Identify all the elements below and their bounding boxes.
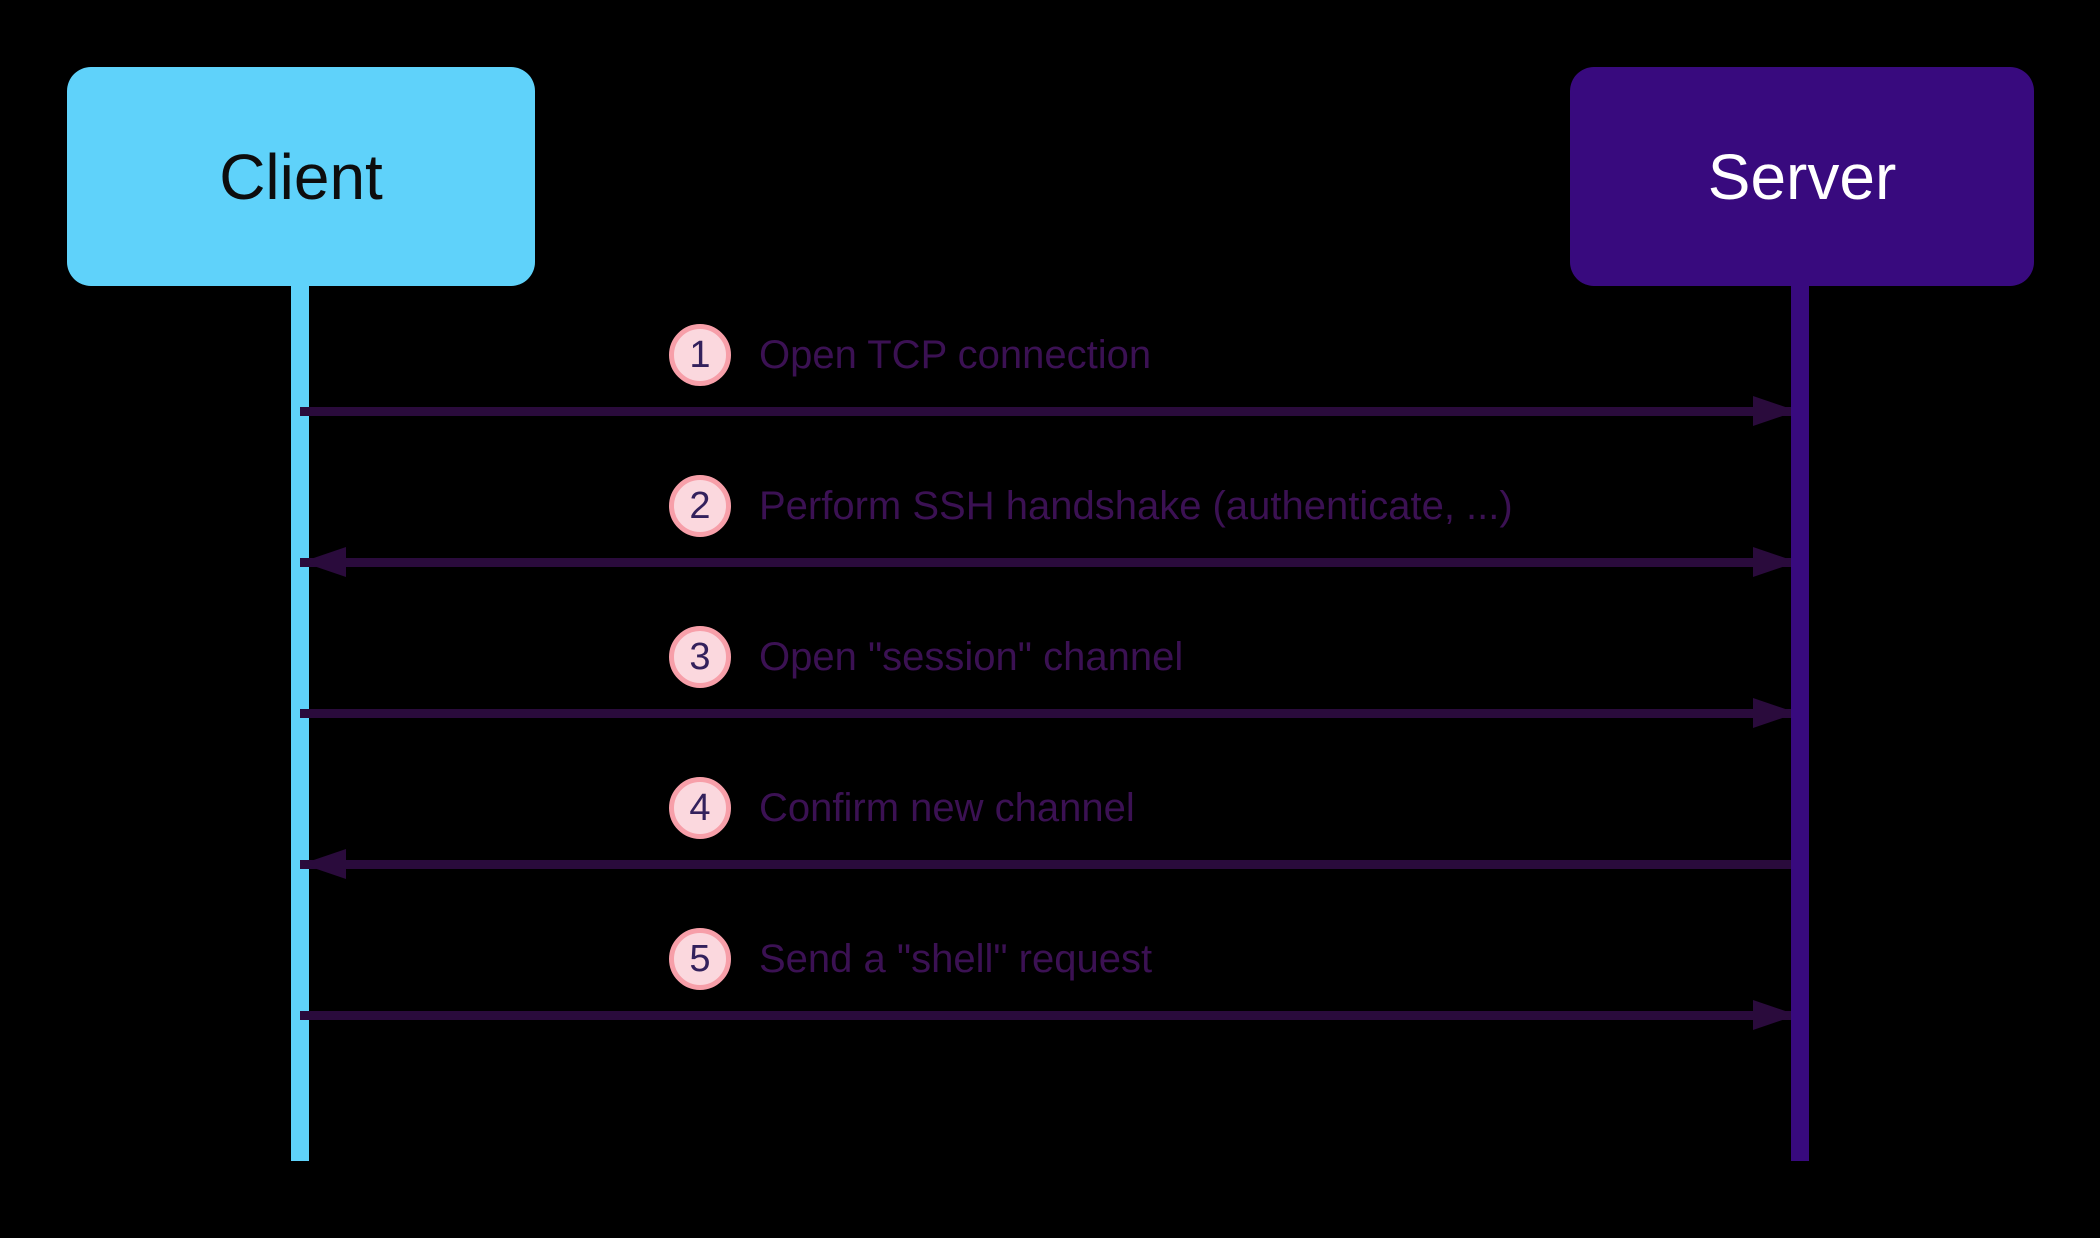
message-meta: 1 Open TCP connection: [669, 324, 1151, 386]
message-number-badge: 4: [669, 777, 731, 839]
server-lifeline: [1791, 284, 1809, 1161]
message-number-badge: 3: [669, 626, 731, 688]
message-label: Perform SSH handshake (authenticate, ...…: [759, 483, 1513, 528]
message-arrow-line: [300, 860, 1800, 869]
arrowhead-right-icon: [1753, 1000, 1797, 1030]
arrowhead-right-icon: [1753, 396, 1797, 426]
message-arrow-line: [300, 709, 1800, 718]
actor-client-label: Client: [219, 140, 383, 213]
actor-server-label: Server: [1707, 140, 1897, 213]
client-lifeline: [291, 284, 309, 1161]
arrowhead-left-icon: [302, 547, 346, 577]
message-number: 1: [689, 333, 711, 376]
message-meta: 2 Perform SSH handshake (authenticate, .…: [669, 475, 1513, 537]
message-number-badge: 5: [669, 928, 731, 990]
arrowhead-left-icon: [302, 849, 346, 879]
message-arrow-line: [300, 558, 1800, 567]
message-arrow-line: [300, 1011, 1800, 1020]
actor-client-box: Client: [67, 67, 535, 286]
message-meta: 3 Open "session" channel: [669, 626, 1183, 688]
message-number: 3: [689, 635, 711, 678]
message-label: Open TCP connection: [759, 332, 1152, 377]
message-number: 2: [689, 484, 711, 527]
message-number: 4: [689, 786, 711, 829]
actor-server-box: Server: [1570, 67, 2034, 286]
message-meta: 5 Send a "shell" request: [669, 928, 1152, 990]
message-number-badge: 2: [669, 475, 731, 537]
message-number-badge: 1: [669, 324, 731, 386]
message-label: Open "session" channel: [759, 634, 1184, 679]
message-label: Confirm new channel: [759, 785, 1135, 830]
message-meta: 4 Confirm new channel: [669, 777, 1135, 839]
arrowhead-right-icon: [1753, 698, 1797, 728]
message-label: Send a "shell" request: [759, 936, 1153, 981]
message-number: 5: [689, 937, 711, 980]
message-arrow-line: [300, 407, 1800, 416]
arrowhead-right-icon: [1753, 547, 1797, 577]
